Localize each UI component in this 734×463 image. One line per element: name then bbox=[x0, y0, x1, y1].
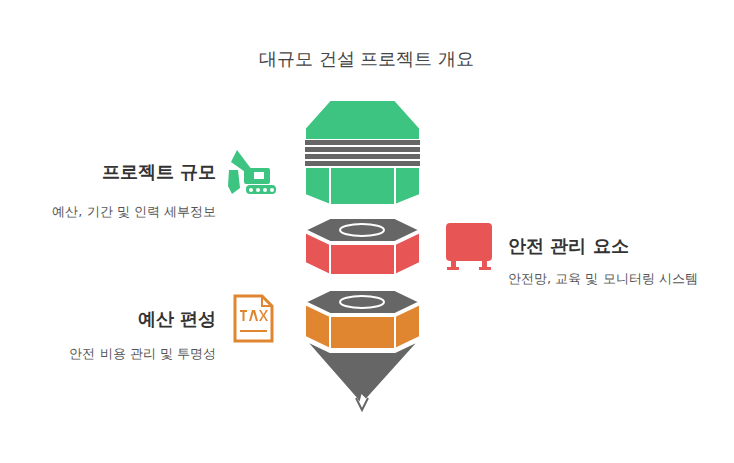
section-heading: 프로젝트 규모 bbox=[102, 160, 216, 184]
section-description: 예산, 기간 및 인력 세부정보 bbox=[52, 203, 216, 221]
diagram-title: 대규모 건설 프로젝트 개요 bbox=[259, 47, 474, 71]
section-description: 안전 비용 관리 및 투명성 bbox=[69, 345, 216, 363]
section-description: 안전망, 교육 및 모니터링 시스템 bbox=[508, 270, 698, 288]
section-heading: 예산 편성 bbox=[138, 307, 216, 331]
section-heading: 안전 관리 요소 bbox=[508, 234, 629, 258]
